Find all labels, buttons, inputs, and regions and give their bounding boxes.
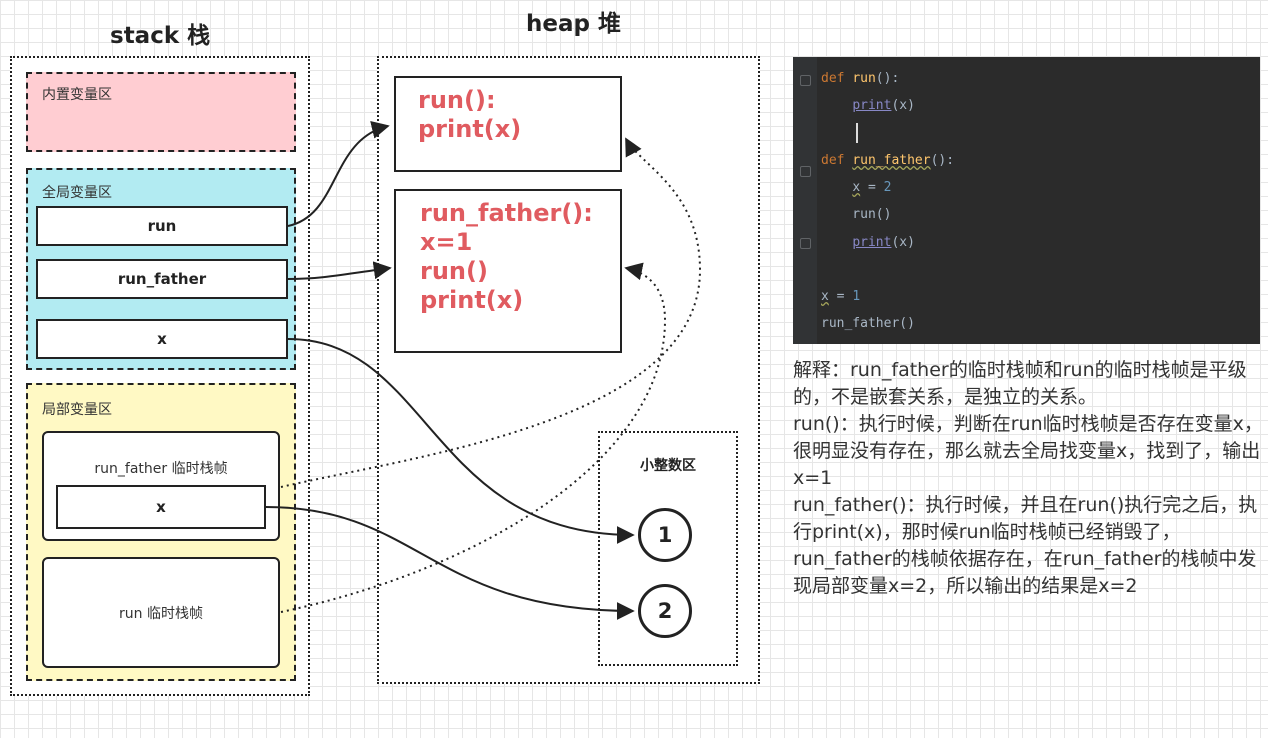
explanation-paragraph: run_father()：执行时候，并且在run()执行完之后，执行print(… <box>793 494 1258 597</box>
dotted-arrow-run-frame <box>280 262 667 613</box>
heap-run-father-function-box: run_father(): x=1 run() print(x) <box>394 189 622 353</box>
heap-title: heap 堆 <box>526 11 621 37</box>
explanation-text: 解释：run_father的临时栈帧和run的临时栈帧是平级的，不是嵌套关系，是… <box>793 357 1263 600</box>
code-line: run() <box>821 205 891 225</box>
heap-run-father-line: run_father(): <box>420 199 593 227</box>
heap-run-father-line: run() <box>420 257 488 285</box>
code-token: (): <box>875 71 900 86</box>
code-line: x = 1 <box>821 287 860 307</box>
heap-run-line: print(x) <box>418 115 522 143</box>
code-token: x <box>821 289 829 304</box>
editor-gutter <box>793 57 817 344</box>
code-token: 2 <box>883 180 892 195</box>
code-token: run() <box>821 207 892 222</box>
code-token <box>821 98 852 113</box>
code-line: def run(): <box>821 69 899 89</box>
fold-icon <box>800 238 811 249</box>
code-token: (): <box>930 153 955 168</box>
code-line: def run_father(): <box>821 151 954 171</box>
code-token: run_father <box>852 153 931 168</box>
explanation-paragraph: 解释：run_father的临时栈帧和run的临时栈帧是平级的，不是嵌套关系，是… <box>793 359 1247 408</box>
run-father-frame-label: run_father 临时栈帧 <box>94 461 228 477</box>
global-cell-run-father: run_father <box>36 259 288 299</box>
code-token: x <box>852 180 861 195</box>
local-area-label: 局部变量区 <box>42 402 112 418</box>
code-token: run <box>852 71 876 86</box>
code-token: def <box>821 153 853 168</box>
small-integer-pool-label: 小整数区 <box>640 458 696 474</box>
code-token: print <box>852 98 892 113</box>
builtin-area-label: 内置变量区 <box>42 87 112 103</box>
global-area-label: 全局变量区 <box>42 185 112 201</box>
explanation-paragraph: run()：执行时候，判断在run临时栈帧是否存在变量x，很明显没有存在，那么就… <box>793 413 1263 489</box>
run-frame-label: run 临时栈帧 <box>119 606 203 622</box>
code-token <box>821 235 852 250</box>
integer-object-2: 2 <box>638 584 692 638</box>
code-token: run_father() <box>821 316 915 331</box>
code-line: x = 2 <box>821 178 891 198</box>
local-cell-x: x <box>56 485 266 529</box>
code-token <box>821 180 852 195</box>
arrow-run-father-to-function <box>287 261 392 280</box>
integer-object-1: 1 <box>638 508 692 562</box>
run-stack-frame: run 临时栈帧 <box>42 557 280 668</box>
builtin-variable-area: 内置变量区 <box>26 72 296 152</box>
global-cell-x: x <box>36 319 288 359</box>
stack-title: stack 栈 <box>110 23 211 49</box>
code-line: print(x) <box>821 96 915 116</box>
heap-run-father-line: print(x) <box>420 286 524 314</box>
fold-icon <box>800 75 811 86</box>
heap-run-function-box: run(): print(x) <box>394 76 622 172</box>
dotted-arrow-run-father-frame <box>280 137 702 488</box>
code-token: print <box>852 235 892 250</box>
heap-run-father-line: x=1 <box>420 228 473 256</box>
code-token: def <box>821 71 853 86</box>
code-line: run_father() <box>821 314 915 334</box>
code-editor: def run(): print(x)def run_father(): x =… <box>793 57 1260 344</box>
arrow-global-x-to-1 <box>287 338 635 544</box>
fold-icon <box>800 166 811 177</box>
code-line: print(x) <box>821 233 915 253</box>
code-token: = <box>828 289 853 304</box>
arrow-run-to-function <box>287 121 390 227</box>
code-token: 1 <box>852 289 861 304</box>
code-token: (x) <box>891 98 915 113</box>
code-token: (x) <box>891 235 915 250</box>
arrow-local-x-to-2 <box>265 506 635 620</box>
text-cursor <box>856 123 858 143</box>
heap-run-line: run(): <box>418 86 496 114</box>
global-cell-run: run <box>36 206 288 246</box>
code-token: = <box>860 180 884 195</box>
